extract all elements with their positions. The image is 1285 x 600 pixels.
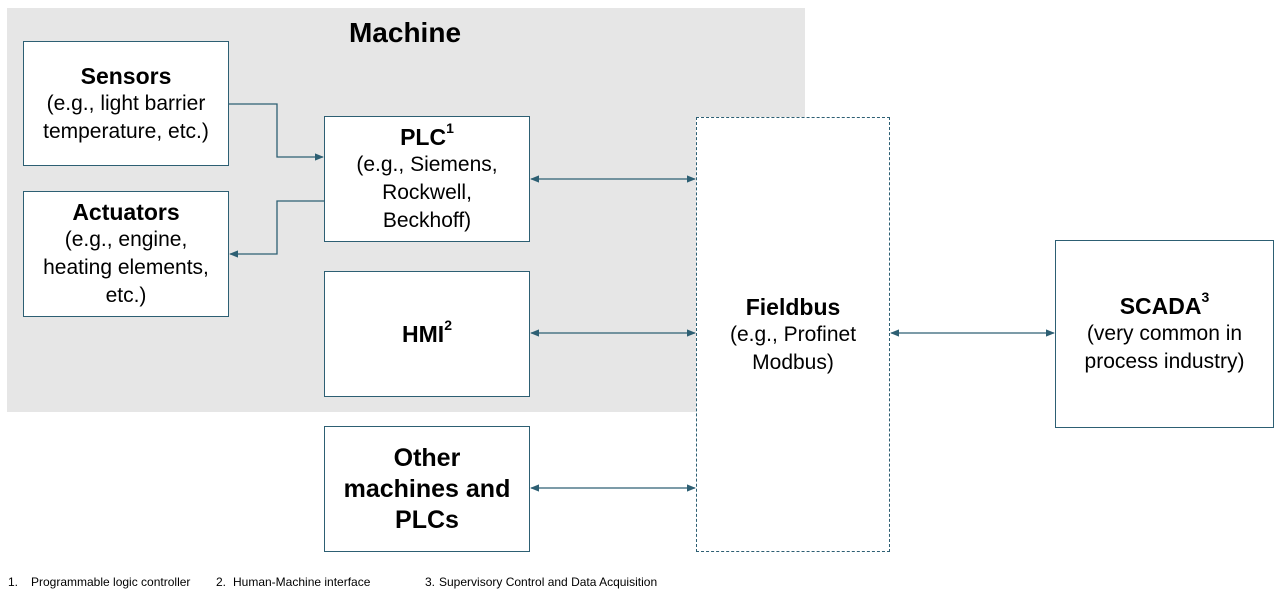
footnotes: 1. Programmable logic controller 2. Huma… — [0, 575, 1285, 591]
other-machines-title: Other machines and PLCs — [343, 443, 511, 534]
scada-footnote-ref: 3 — [1201, 289, 1210, 306]
footnote-3-number: 3. — [425, 575, 436, 589]
actuators-desc: (e.g., engine, heating elements, etc.) — [43, 228, 209, 307]
hmi-footnote-ref: 2 — [444, 317, 452, 334]
sensors-desc: (e.g., light barrier temperature, etc.) — [43, 91, 209, 143]
footnote-1-text: Programmable logic controller — [31, 575, 191, 589]
footnote-2-number: 2. — [216, 575, 227, 589]
plc-title: PLC1 — [400, 120, 454, 151]
fieldbus-desc: (e.g., Profinet Modbus) — [729, 322, 857, 374]
sensors-to-plc-connector — [229, 103, 324, 161]
plc-node: PLC1 (e.g., Siemens, Rockwell, Beckhoff) — [324, 116, 530, 242]
machine-group-title: Machine — [348, 17, 462, 48]
scada-node: SCADA3 (very common in process industry) — [1055, 240, 1274, 428]
scada-title: SCADA3 — [1119, 289, 1210, 320]
sensors-node: Sensors (e.g., light barrier temperature… — [23, 41, 229, 166]
fieldbus-node: Fieldbus (e.g., Profinet Modbus) — [696, 117, 890, 552]
hmi-title: HMI2 — [402, 317, 452, 348]
footnote-3-text: Supervisory Control and Data Acquisition — [439, 575, 658, 589]
plc-desc: (e.g., Siemens, Rockwell, Beckhoff) — [356, 153, 498, 232]
sensors-title: Sensors — [80, 62, 172, 89]
plc-to-actuators-connector — [229, 200, 324, 258]
scada-desc: (very common in process industry) — [1084, 322, 1245, 373]
actuators-title: Actuators — [72, 199, 180, 225]
hmi-title-text: HMI — [402, 321, 445, 347]
actuators-node: Actuators (e.g., engine, heating element… — [23, 191, 229, 317]
hmi-node: HMI2 — [324, 271, 530, 397]
plc-footnote-ref: 1 — [446, 120, 454, 137]
fieldbus-title: Fieldbus — [745, 293, 841, 320]
footnote-2-text: Human-Machine interface — [233, 575, 371, 589]
plc-title-text: PLC — [400, 124, 447, 150]
scada-title-text: SCADA — [1119, 293, 1202, 319]
other-machines-node: Other machines and PLCs — [324, 426, 530, 552]
footnote-1-number: 1. — [8, 575, 19, 589]
